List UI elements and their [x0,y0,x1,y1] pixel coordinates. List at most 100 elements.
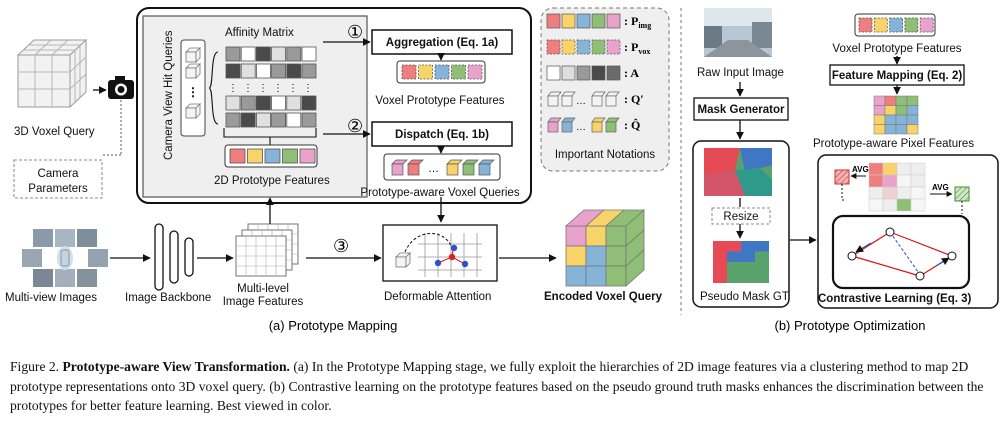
encoded-cube-cell [605,225,627,247]
mini-feature-cell [882,174,898,188]
mini-feature-cell [910,186,926,200]
notation-cube-face [561,121,573,133]
notation-cube-face [547,121,559,133]
mini-feature-cell [882,198,898,212]
proto2d-label: 2D Prototype Features [214,175,330,187]
voxel-query-cube-face [462,163,475,176]
prototype-swatch [401,64,417,80]
affinity-cell [301,46,317,62]
mask-generator-label: Mask Generator [698,104,785,116]
pseudo-mask-cell [755,262,769,273]
mini-feature-cell [882,162,898,176]
mini-feature-cell [896,186,912,200]
camera-params-line-1: Camera [38,168,80,180]
aggregation-label: Aggregation (Eq. 1a) [386,37,499,49]
encoded-cube-cell [565,265,587,287]
notation-swatch [591,65,606,81]
pseudo-mask-label: Pseudo Mask GT [700,291,789,303]
voxel-query-cube-face [391,163,404,176]
notation-cube-face [591,95,603,107]
affinity-cell [240,95,256,111]
voxel-query-cube-icon [16,38,88,109]
notations-panel [540,7,670,172]
avg-label-2: AVG [932,183,949,192]
pixel-feature-cell [884,95,897,106]
pixel-feature-cell [906,114,919,125]
2d-prototype-features [229,148,316,164]
mini-feature-cell [910,162,926,176]
pixel-feature-cell [895,95,908,106]
affinity-cell [286,95,302,111]
affinity-ellipsis: ⋮ [243,83,253,94]
encoded-cube-side [625,249,645,287]
raw-input-image [704,8,772,57]
voxel-query-cube-face [446,163,459,176]
notation-subscript: vox [638,47,650,56]
resize-box [711,207,771,225]
affinity-cell [225,63,241,79]
pixel-feature-cell [906,124,919,135]
dispatch-box [371,121,513,147]
multiview-images-icon [22,229,108,287]
encoded-cube-cell [565,245,587,267]
notation-cube-face [605,95,617,107]
svg-text:⋮: ⋮ [187,85,199,99]
affinity-matrix-grid: ⋮⋮⋮⋮⋮⋮ [225,46,317,128]
prototype-swatch [889,17,903,33]
notation-swatch [561,13,576,29]
notation-cube-face [591,121,603,133]
affinity-label: Affinity Matrix [225,27,294,39]
encoded-cube-cell [585,225,607,247]
notation-swatch [606,39,621,55]
pixel-feature-cell [884,124,897,135]
affinity-cell [240,112,256,128]
voxel-query-cube-face [407,163,420,176]
pixel-feature-cell [895,114,908,125]
pseudo-mask-cell [713,262,727,273]
proto-pixel-label: Prototype-aware Pixel Features [813,138,974,150]
pseudo-mask-cell [727,262,741,273]
multilevel-features-icon [235,223,299,277]
affinity-cell [301,112,317,128]
affinity-cell [286,63,302,79]
notation-subscript: img [638,21,651,30]
pixel-feature-cell [873,114,886,125]
affinity-cell [255,112,271,128]
prototype-swatch [299,148,316,164]
affinity-ellipsis: ⋮ [303,83,313,94]
pixel-feature-cell [884,114,897,125]
mini-feature-cell [868,186,884,200]
notation-swatch [546,39,561,55]
caption-body: (a) In the Prototype Mapping stage, we f… [10,359,984,413]
figure-caption: Figure 2. Prototype-aware View Transform… [10,357,1000,416]
hit-queries-label: Camera View Hit Queries [163,30,175,160]
pseudo-mask-cell [713,251,727,262]
notation-swatch [606,13,621,29]
contrastive-label: Contrastive Learning (Eq. 3) [818,293,972,305]
contrastive-mini-grid [868,162,926,212]
encoded-voxel-query-cube-icon [564,209,646,287]
multilevel-line-1: Multi-level [237,283,289,295]
mini-feature-cell [896,198,912,212]
pixel-feature-cell [895,124,908,135]
prototype-swatch [434,64,450,80]
encoded-cube-cell [585,265,607,287]
proto-voxel-queries-label: Prototype-aware Voxel Queries [360,187,519,199]
notation-swatch [576,65,591,81]
affinity-ellipsis: ⋮ [228,83,238,94]
notation-symbol: : Q′ [624,92,644,106]
mini-feature-cell [910,198,926,212]
affinity-cell [286,112,302,128]
voxel-proto-label: Voxel Prototype Features [375,95,504,107]
pseudo-mask-gt-grid [713,241,769,283]
pseudo-mask-cell [741,251,755,262]
mask-generator-box [693,97,789,121]
affinity-cell [271,112,287,128]
notation-swatch [591,13,606,29]
pseudo-mask-cell [713,241,727,252]
avg-green-feature [954,186,970,202]
caption-prefix: Figure 2. [10,359,60,374]
mini-feature-cell [882,186,898,200]
pixel-feature-cell [884,105,897,116]
